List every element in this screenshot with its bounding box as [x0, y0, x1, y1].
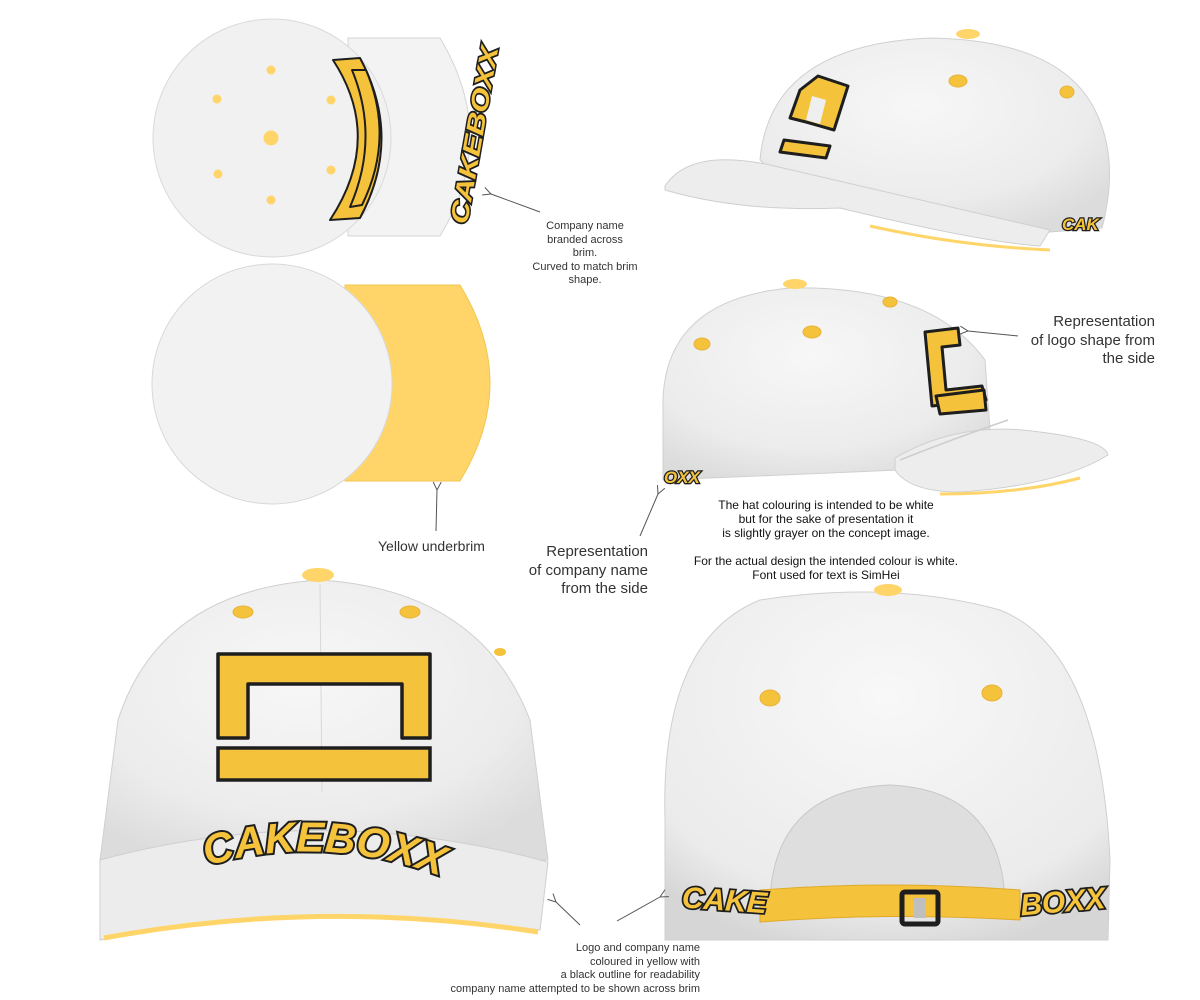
logo-side-note-line: Representation — [1053, 313, 1155, 330]
front-note: Logo and company name coloured in yellow… — [400, 942, 700, 996]
side-left-eyelet — [802, 325, 822, 339]
top-view-eyelets — [212, 65, 336, 205]
colour-note-line: but for the sake of presentation it — [738, 512, 914, 526]
back-buckle-bar — [914, 898, 926, 918]
front-view: CAKEBOXX — [99, 568, 549, 941]
brim-note: Company name branded across brim. Curved… — [526, 220, 644, 288]
side-right-eyelet — [1059, 85, 1075, 99]
top-view-logo-curve-inner — [349, 69, 381, 208]
arrow-logo-side — [968, 331, 1019, 337]
back-opening — [769, 784, 1006, 901]
front-note-line: coloured in yellow with — [589, 955, 700, 968]
colour-note-line: Font used for text is SimHei — [752, 568, 900, 582]
front-logo-top — [216, 652, 432, 740]
colour-note: The hat colouring is intended to be whit… — [668, 498, 984, 582]
side-right-eyelet — [948, 74, 968, 88]
logo-side-note-line: the side — [1102, 350, 1155, 367]
side-view-right: CAK — [664, 29, 1111, 252]
back-strap — [759, 884, 1021, 923]
brim-note-line: Curved to match brim — [532, 260, 638, 273]
front-underbrim-edge — [103, 913, 539, 941]
back-eyelet — [759, 689, 781, 707]
side-left-brim-edge — [939, 476, 1081, 496]
back-button — [874, 584, 902, 596]
arrow-underbrim — [436, 490, 437, 532]
side-right-brim — [664, 159, 1051, 247]
back-eyelet — [981, 684, 1003, 702]
under-view — [151, 263, 491, 505]
top-view: CAKEBOXX — [152, 18, 506, 258]
side-right-button — [956, 29, 980, 39]
side-left-button — [783, 279, 807, 289]
brim-note-line: Company name — [546, 220, 624, 232]
brim-note-line: branded across — [547, 233, 623, 246]
arrow-name-side — [639, 494, 658, 537]
side-right-logo-bar — [778, 138, 832, 160]
name-side-note: Representation of company name from the … — [510, 543, 648, 599]
brim-note-line: brim. — [572, 247, 598, 259]
colour-note-line: For the actual design the intended colou… — [693, 554, 959, 568]
front-button — [302, 568, 334, 582]
back-crown — [664, 591, 1111, 941]
side-left-back-text: OXX — [664, 468, 702, 487]
back-left-text: CAKE — [681, 881, 769, 920]
front-note-line: company name attempted to be shown acros… — [450, 982, 700, 995]
annotation-arrows — [436, 194, 1019, 926]
name-side-note-line: Representation — [546, 543, 648, 560]
side-view-left: OXX — [662, 279, 1109, 496]
side-right-brim-edge — [869, 224, 1051, 252]
side-left-crown — [662, 287, 991, 481]
back-view: CAKE BOXX — [664, 584, 1111, 941]
brim-note-line: shape. — [568, 274, 602, 286]
under-view-crown — [151, 263, 393, 505]
colour-note-line — [668, 540, 984, 554]
name-side-note-line: of company name — [528, 561, 648, 579]
side-left-eyelet — [693, 337, 711, 351]
back-buckle — [899, 889, 941, 927]
arrow-back — [616, 897, 660, 922]
front-eyelet — [494, 648, 506, 656]
name-side-note-line: from the side — [561, 580, 648, 597]
front-eyelet — [399, 605, 421, 619]
colour-note-line: is slightly grayer on the concept image. — [722, 526, 930, 540]
front-logo-bar — [216, 746, 432, 782]
logo-side-note: Representation of logo shape from the si… — [998, 313, 1155, 369]
underbrim-note: Yellow underbrim — [378, 538, 485, 554]
side-right-brim-text: CAK — [1062, 215, 1101, 234]
side-left-eyelet — [882, 296, 898, 308]
colour-note-line: The hat colouring is intended to be whit… — [718, 498, 934, 512]
front-crown — [99, 579, 549, 861]
arrow-front — [556, 902, 581, 926]
underbrim-note-text: Yellow underbrim — [378, 538, 485, 554]
front-note-line: a black outline for readability — [560, 969, 700, 981]
side-left-brim-seam — [899, 419, 1009, 461]
logo-side-note-line: of logo shape from — [1030, 331, 1155, 349]
front-note-line: Logo and company name — [575, 942, 700, 954]
front-eyelet — [232, 605, 254, 619]
arrow-brim — [491, 194, 541, 213]
side-left-logo-bar — [934, 388, 988, 416]
side-right-logo-top-cut — [806, 96, 826, 124]
